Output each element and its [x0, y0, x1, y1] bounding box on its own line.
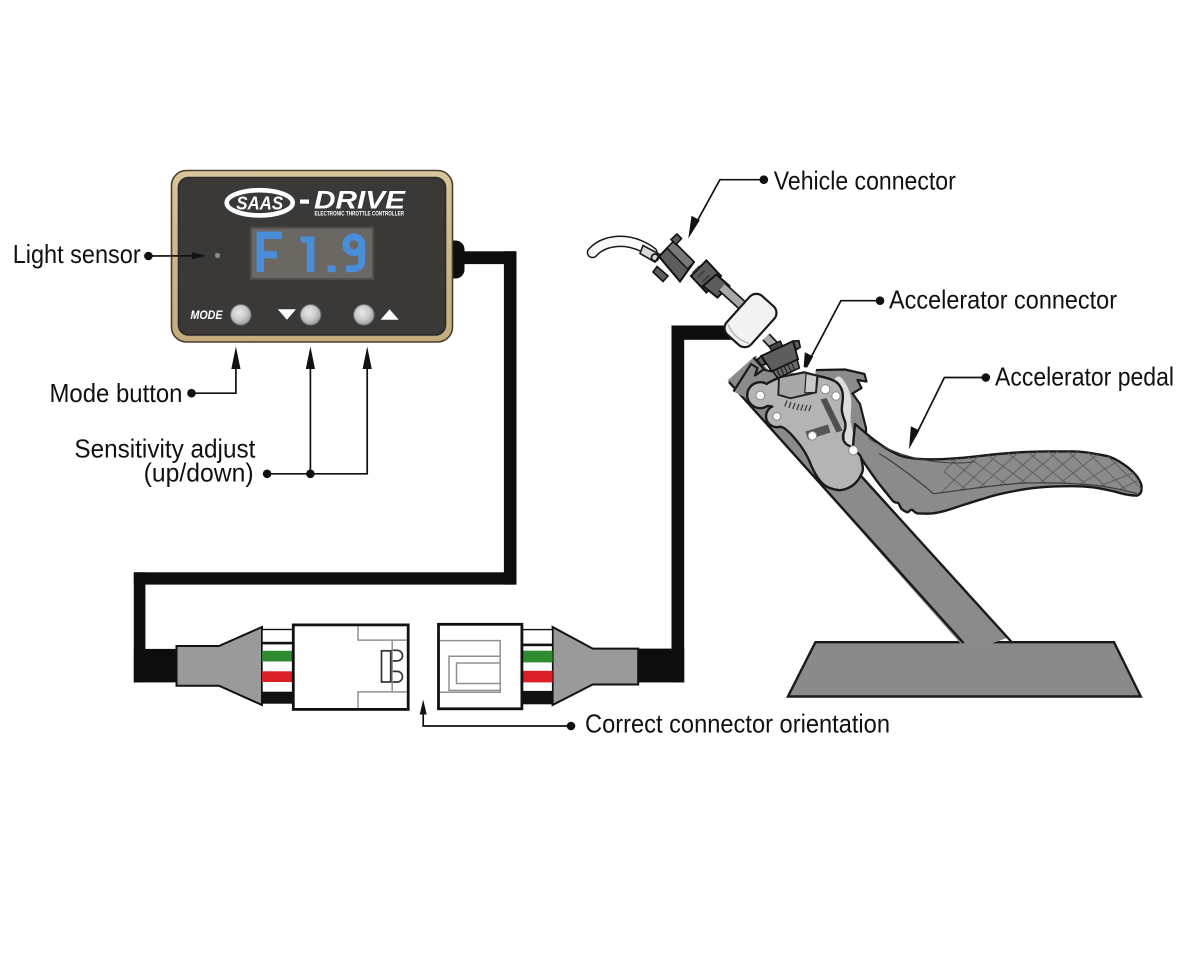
- svg-text:Accelerator pedal: Accelerator pedal: [995, 362, 1174, 392]
- svg-text:DRIVE: DRIVE: [314, 187, 407, 215]
- svg-text:Light sensor: Light sensor: [13, 239, 141, 269]
- svg-text:SAAS: SAAS: [236, 194, 283, 214]
- svg-text:Sensitivity adjust: Sensitivity adjust: [74, 434, 256, 464]
- svg-text:Vehicle connector: Vehicle connector: [774, 166, 956, 196]
- svg-text:Accelerator connector: Accelerator connector: [889, 285, 1117, 315]
- svg-text:ELECTRONIC THROTTLE CONTROLLER: ELECTRONIC THROTTLE CONTROLLER: [315, 211, 405, 218]
- svg-text:(up/down): (up/down): [144, 458, 254, 488]
- svg-text:MODE: MODE: [191, 310, 223, 322]
- svg-text:Correct connector orientation: Correct connector orientation: [585, 709, 890, 739]
- svg-text:Mode button: Mode button: [50, 378, 183, 408]
